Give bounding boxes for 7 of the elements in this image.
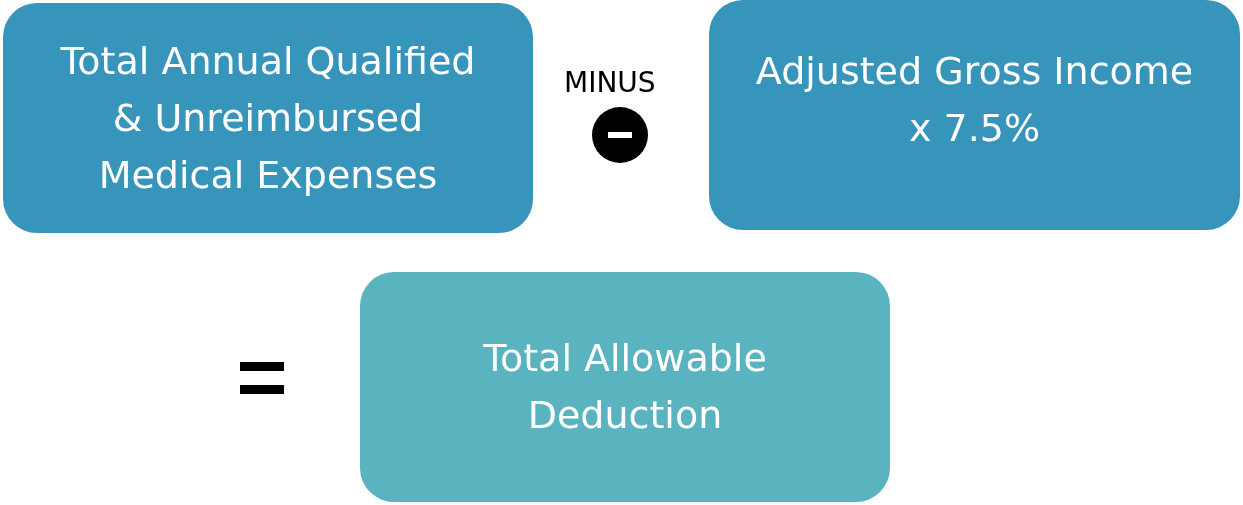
rounded-box [360, 272, 890, 502]
box-text: Adjusted Gross Income x 7.5% [754, 48, 1195, 152]
box-text: Total Allowable Deduction [482, 335, 768, 439]
rounded-box [3, 3, 533, 233]
box-text: Total Annual Qualified & Unreimbursed Medical Expenses [59, 37, 477, 199]
operator-label: MINUS [564, 66, 656, 99]
rounded-box [709, 0, 1240, 230]
